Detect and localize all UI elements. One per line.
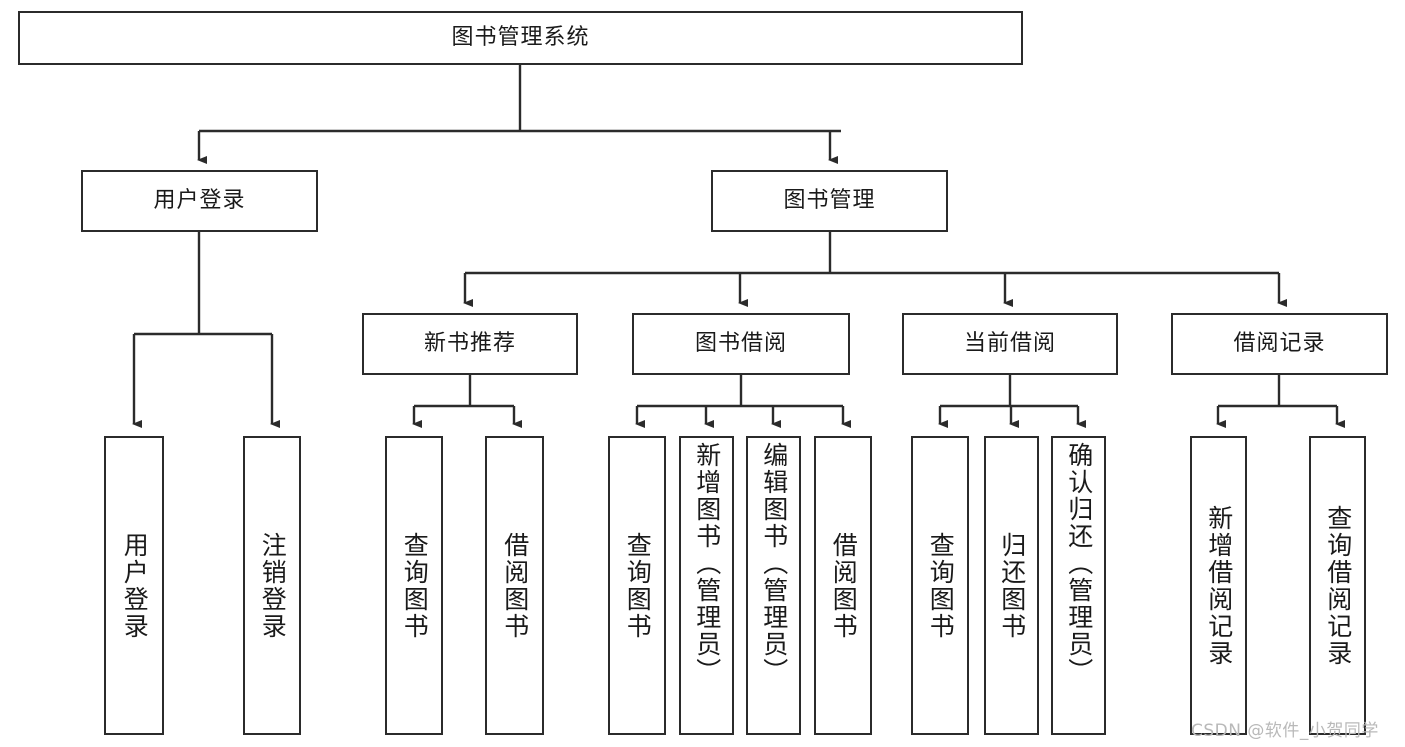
leaf-query-book-borrow[interactable]: 查询图书: [608, 436, 666, 735]
node-new-book-recommend[interactable]: 新书推荐: [362, 313, 578, 375]
node-label: 图书借阅: [694, 330, 787, 356]
node-label: 用户登录: [153, 187, 246, 213]
leaf-query-book-current[interactable]: 查询图书: [911, 436, 969, 735]
csdn-watermark: CSDN @软件_小贺同学: [1191, 721, 1379, 741]
node-label: 新增借阅记录: [1204, 504, 1234, 667]
node-label: 借阅记录: [1233, 330, 1326, 356]
node-root-book-management-system[interactable]: 图书管理系统: [18, 11, 1023, 65]
leaf-confirm-return-admin[interactable]: 确认归还（管理员）: [1051, 436, 1106, 735]
node-book-management[interactable]: 图书管理: [711, 170, 948, 232]
leaf-query-borrow-record[interactable]: 查询借阅记录: [1309, 436, 1366, 735]
leaf-add-borrow-record[interactable]: 新增借阅记录: [1190, 436, 1247, 735]
node-label: 借阅图书: [829, 531, 859, 640]
node-label: 查询图书: [926, 531, 956, 640]
node-label: 查询图书: [623, 531, 653, 640]
leaf-query-book-recommend[interactable]: 查询图书: [385, 436, 443, 735]
node-book-borrow[interactable]: 图书借阅: [632, 313, 850, 375]
leaf-logout[interactable]: 注销登录: [243, 436, 301, 735]
node-label: 查询图书: [400, 531, 430, 640]
node-current-borrow[interactable]: 当前借阅: [902, 313, 1118, 375]
node-borrow-record[interactable]: 借阅记录: [1171, 313, 1388, 375]
node-label: 用户登录: [120, 531, 150, 640]
node-label: 图书管理系统: [451, 24, 590, 50]
node-label: 注销登录: [258, 531, 288, 640]
node-user-login[interactable]: 用户登录: [81, 170, 318, 232]
leaf-edit-book-admin[interactable]: 编辑图书（管理员）: [746, 436, 801, 735]
node-label: 查询借阅记录: [1323, 504, 1353, 667]
leaf-borrow-book-recommend[interactable]: 借阅图书: [485, 436, 544, 735]
leaf-return-book[interactable]: 归还图书: [984, 436, 1039, 735]
node-label: 借阅图书: [500, 531, 530, 640]
node-label: 确认归还（管理员）: [1064, 442, 1094, 685]
leaf-user-login[interactable]: 用户登录: [104, 436, 164, 735]
node-label: 新增图书（管理员）: [692, 442, 722, 685]
node-label: 归还图书: [997, 531, 1027, 640]
node-label: 新书推荐: [423, 330, 516, 356]
node-label: 编辑图书（管理员）: [759, 442, 789, 685]
node-label: 当前借阅: [963, 330, 1056, 356]
leaf-borrow-book[interactable]: 借阅图书: [814, 436, 872, 735]
leaf-add-book-admin[interactable]: 新增图书（管理员）: [679, 436, 734, 735]
node-label: 图书管理: [783, 187, 876, 213]
